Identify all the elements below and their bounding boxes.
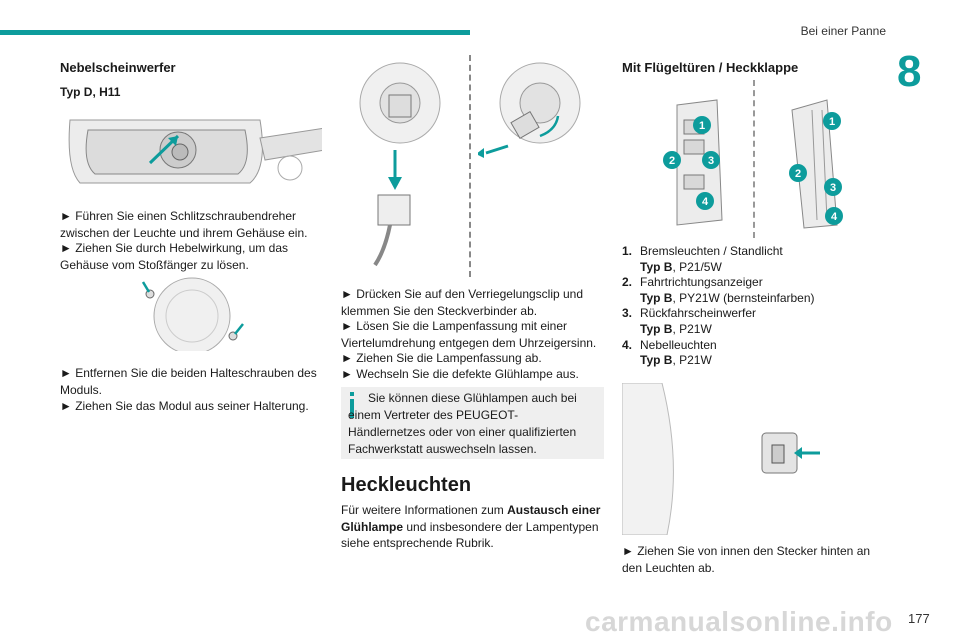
callout-3-right: 3 bbox=[830, 182, 836, 194]
connector-step-3: ► Ziehen Sie die Lampenfassung ab. bbox=[341, 351, 542, 365]
connector-step-2: ► Lösen Sie die Lampenfassung mit einer … bbox=[341, 319, 597, 350]
connector-step-1: ► Drücken Sie auf den Verriegelungsclip … bbox=[341, 287, 584, 318]
fog-light-step-3: ► Entfernen Sie die beiden Halteschraube… bbox=[60, 366, 317, 397]
info-text: Sie können diese Glühlampen auch bei ein… bbox=[348, 391, 577, 456]
connector-step-4: ► Wechseln Sie die defekte Glühlampe aus… bbox=[341, 367, 579, 381]
rear-lights-body: Für weitere Informationen zum Austausch … bbox=[341, 503, 601, 550]
fog-light-bumper-illustration bbox=[68, 119, 322, 184]
callout-2: 2 bbox=[669, 155, 675, 167]
page-number: 177 bbox=[908, 611, 930, 626]
fog-light-step-2: ► Ziehen Sie durch Hebelwirkung, um das … bbox=[60, 241, 288, 272]
info-box bbox=[341, 387, 604, 459]
callout-4-right: 4 bbox=[831, 211, 838, 223]
illustration-divider bbox=[469, 55, 471, 277]
fog-light-module-illustration bbox=[141, 277, 244, 351]
fog-light-step-4: ► Ziehen Sie das Modul aus seiner Halter… bbox=[60, 399, 309, 413]
bulb-item: 3.Rückfahrscheinwerfer Typ B, P21W bbox=[622, 306, 757, 336]
bulb-item: 1.Bremsleuchten / Standlicht Typ B, P21/… bbox=[622, 244, 783, 274]
bulb-item: 2.Fahrtrichtungsanzeiger Typ B, PY21W (b… bbox=[622, 275, 815, 305]
info-icon bbox=[350, 392, 354, 418]
rear-lights-title: Heckleuchten bbox=[341, 474, 472, 496]
chapter-number: 8 bbox=[897, 47, 922, 96]
bulb-item: 4.Nebelleuchten Typ B, P21W bbox=[622, 337, 717, 368]
bulb-list: 1.Bremsleuchten / Standlicht Typ B, P21/… bbox=[622, 244, 892, 369]
header-accent-bar bbox=[0, 30, 470, 35]
callout-4: 4 bbox=[702, 196, 709, 208]
fog-light-step-1: ► Führen Sie einen Schlitzschraubendrehe… bbox=[60, 209, 308, 240]
connector-release-illustration bbox=[359, 62, 441, 267]
rear-connector-illustration bbox=[622, 383, 820, 535]
rear-connector-step: ► Ziehen Sie von innen den Stecker hinte… bbox=[622, 544, 871, 575]
lampholder-rotation-illustration bbox=[478, 62, 581, 158]
callout-1: 1 bbox=[699, 120, 705, 132]
chapter-title: Bei einer Panne bbox=[800, 24, 886, 38]
fog-light-type: Typ D, H11 bbox=[60, 85, 121, 99]
rear-doors-heading: Mit Flügeltüren / Heckklappe bbox=[622, 60, 799, 75]
callout-1-right: 1 bbox=[829, 116, 835, 128]
callout-2-right: 2 bbox=[795, 168, 801, 180]
diagram-divider bbox=[753, 80, 755, 238]
watermark: carmanualsonline.info bbox=[585, 606, 893, 637]
fog-light-heading: Nebelscheinwerfer bbox=[60, 60, 176, 75]
rear-lamp-diagram: 1 2 3 4 1 2 3 4 bbox=[663, 99, 843, 229]
callout-3: 3 bbox=[708, 155, 714, 167]
